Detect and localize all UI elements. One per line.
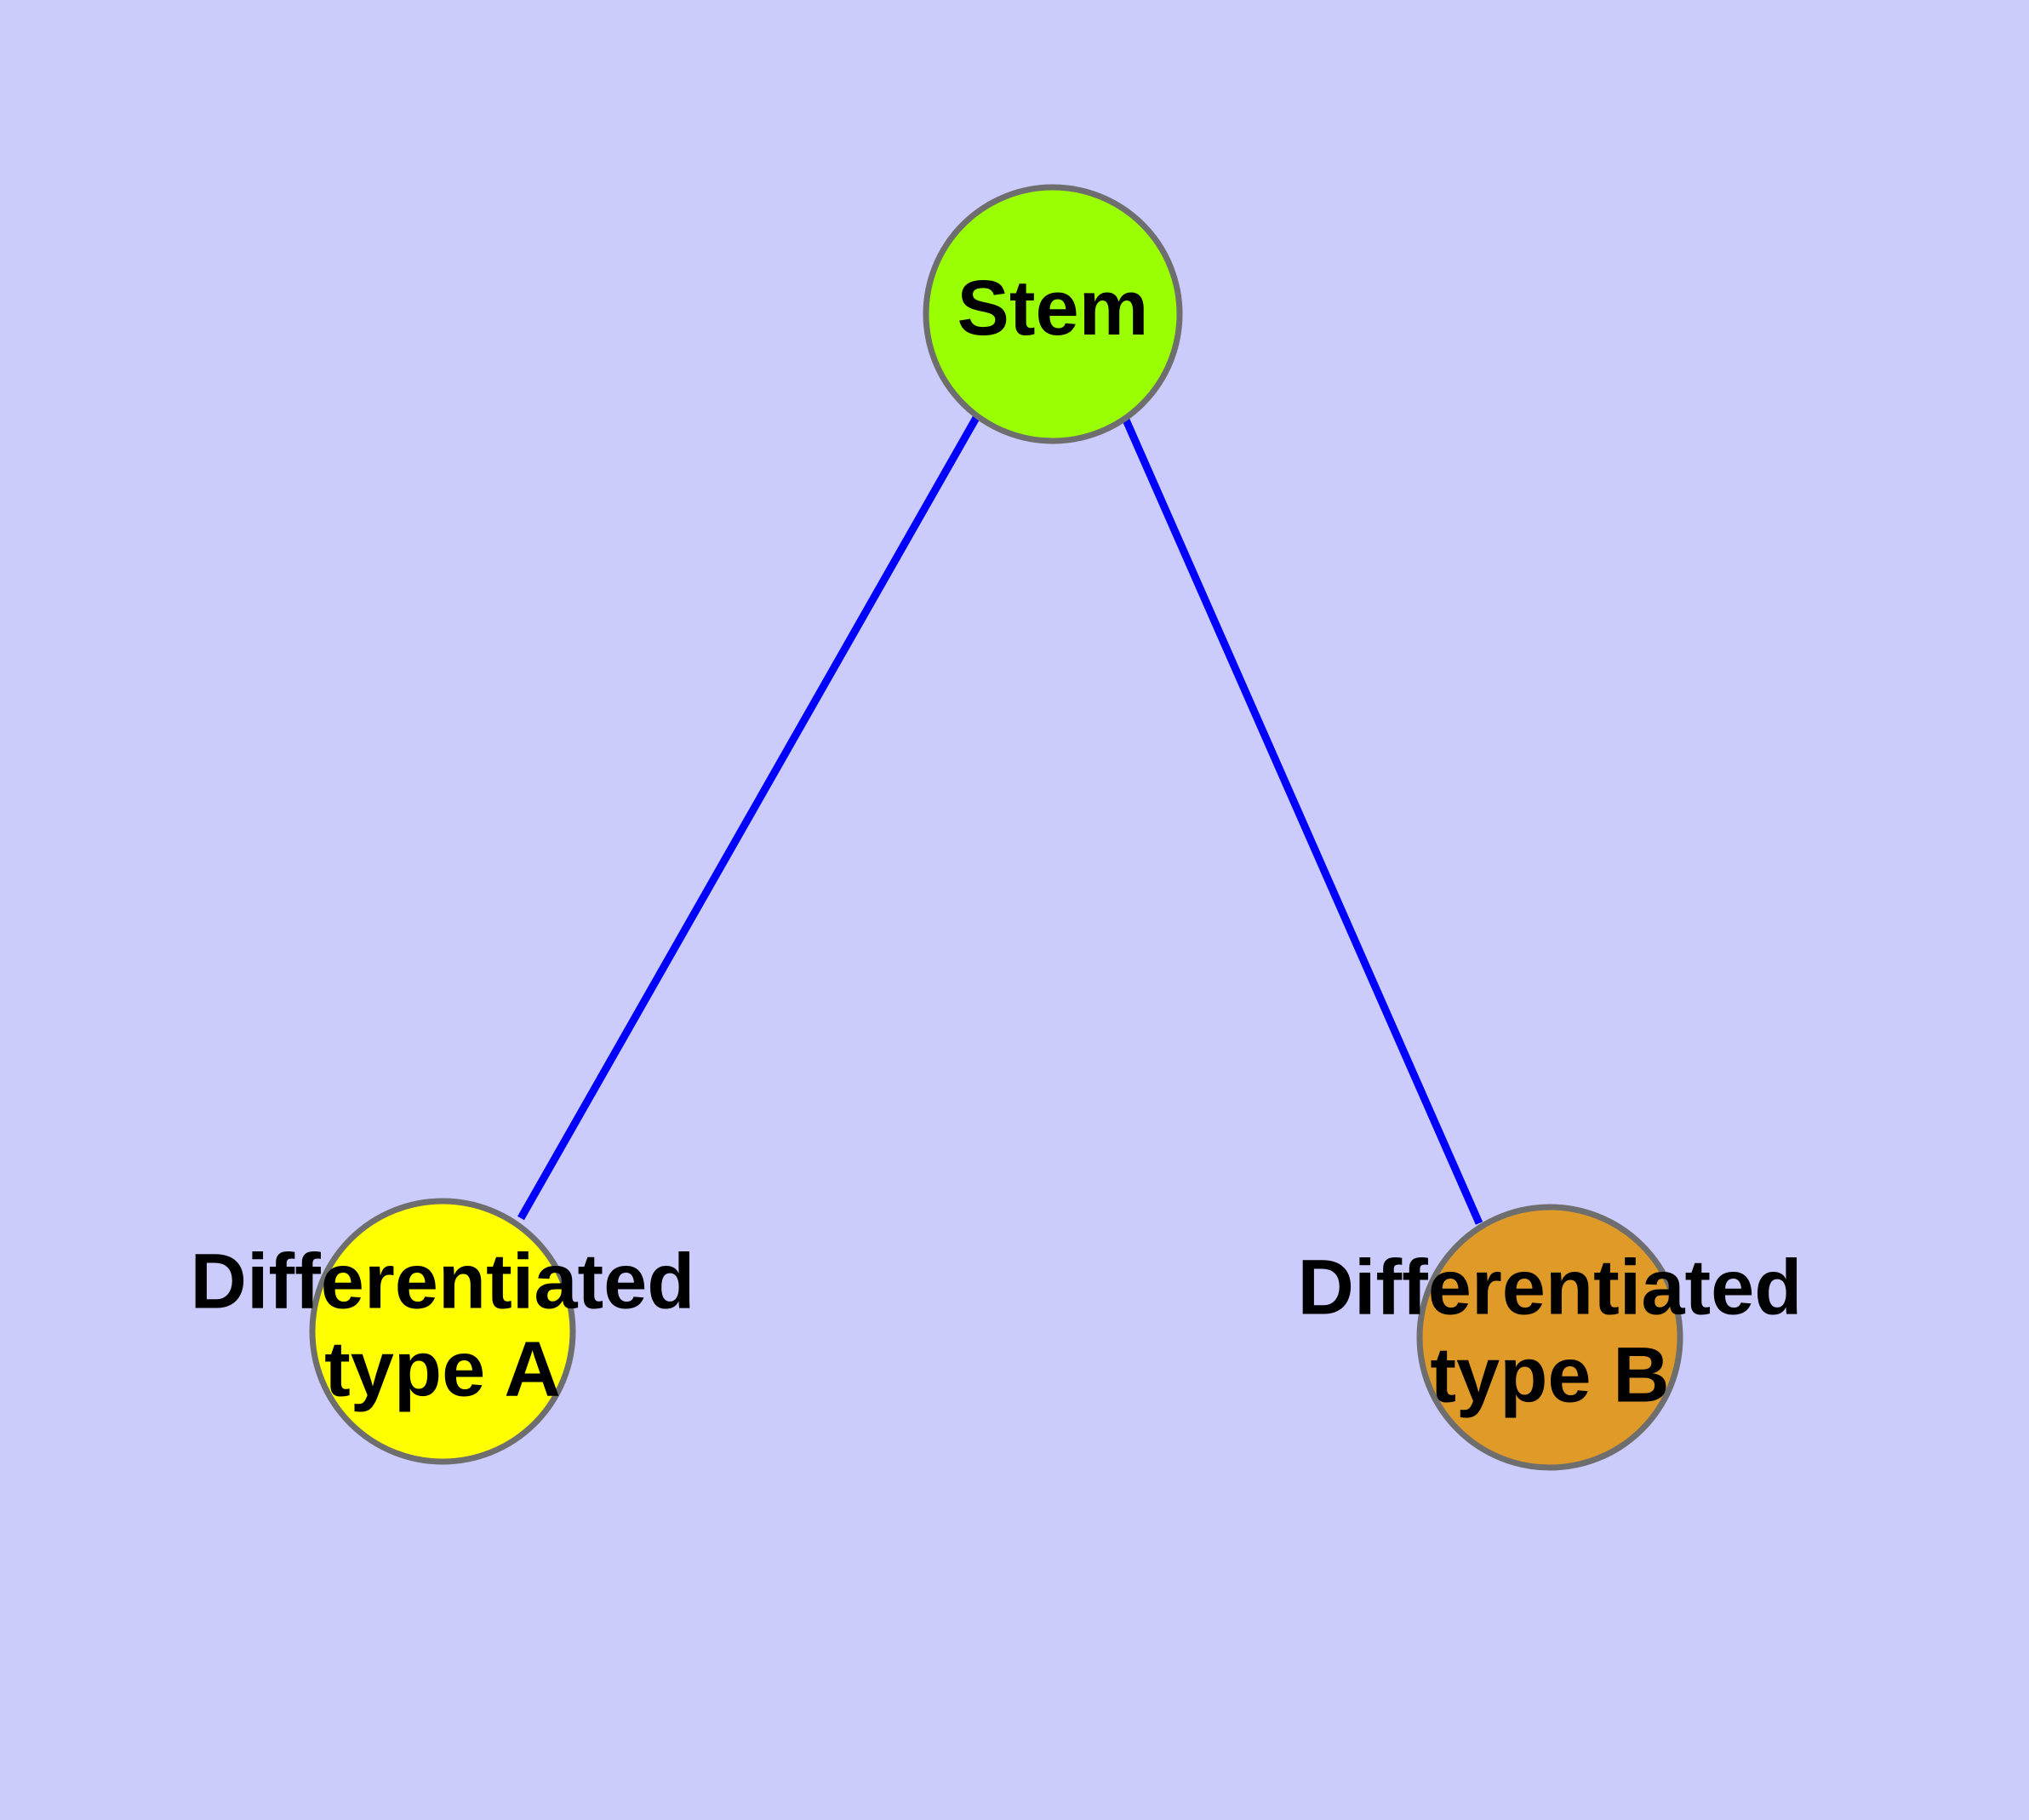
node-label-line: type B	[1430, 1332, 1669, 1419]
edge-stem-to-diff-a[interactable]	[517, 414, 980, 1221]
node-label-line: Stem	[957, 265, 1149, 352]
node-label-line: Differentiated	[1298, 1245, 1803, 1331]
node-label-line: type A	[324, 1326, 561, 1413]
node-diff_b[interactable]	[1416, 1204, 1683, 1471]
node-stem[interactable]	[923, 184, 1183, 444]
edge-stem-to-diff-b[interactable]	[1121, 416, 1483, 1225]
node-diff_a[interactable]	[309, 1198, 576, 1465]
edges-group	[517, 414, 1483, 1225]
node-label-stem: Stem	[957, 265, 1149, 352]
node-label-line: Differentiated	[191, 1239, 695, 1325]
nodes-group	[309, 184, 1683, 1471]
